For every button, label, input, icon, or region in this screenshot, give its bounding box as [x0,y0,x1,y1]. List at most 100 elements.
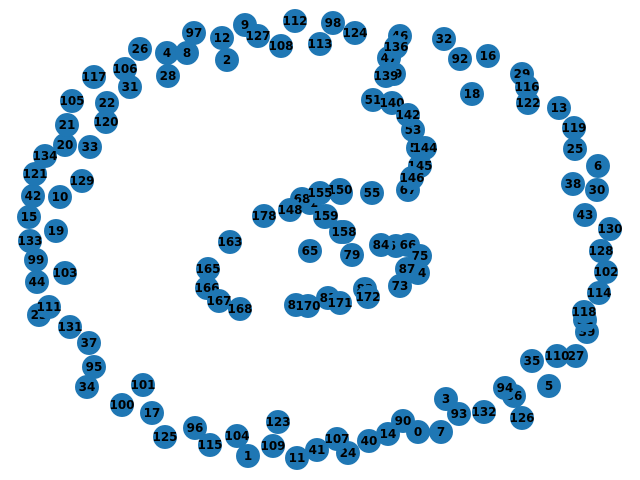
graph-node: 99 [24,248,48,272]
graph-node: 112 [282,9,308,33]
node-label: 159 [313,209,338,223]
node-label: 33 [82,140,99,154]
node-circle [361,88,385,112]
graph-node: 132 [471,400,497,424]
node-circle [460,82,484,106]
graph-node: 25 [563,137,587,161]
node-label: 142 [395,108,420,122]
node-circle [60,89,84,113]
node-circle [520,349,544,373]
node-circle [594,260,618,284]
node-circle [95,91,119,115]
graph-node: 118 [571,300,597,324]
node-circle [24,248,48,272]
graph-node: 120 [93,110,119,134]
node-label: 130 [597,222,622,236]
graph-node: 124 [342,21,368,45]
node-label: 120 [93,115,118,129]
node-circle [182,21,206,45]
graph-node: 146 [399,166,425,190]
node-circle [196,257,220,281]
node-circle [225,424,249,448]
node-label: 136 [383,40,408,54]
node-circle [58,315,82,339]
node-circle [113,57,137,81]
node-label: 108 [268,39,293,53]
graph-node: 134 [32,144,58,168]
graph-node: 93 [447,402,471,426]
node-circle [55,113,79,137]
node-label: 163 [217,235,242,249]
node-label: 5 [545,379,553,393]
node-label: 105 [59,94,84,108]
node-label: 20 [57,138,74,152]
graph-node: 55 [360,181,384,205]
graph-node: 130 [597,217,623,241]
node-label: 2 [223,53,231,67]
graph-node: 33 [78,135,102,159]
node-circle [589,239,613,263]
node-label: 123 [265,415,290,429]
node-circle [210,26,234,50]
graph-node: 22 [95,91,119,115]
node-label: 155 [307,186,332,200]
graph-node: 163 [217,230,243,254]
graph-node: 150 [327,178,353,202]
node-label: 75 [412,249,429,263]
graph-node: 109 [260,434,286,458]
graph-node: 131 [57,315,83,339]
node-label: 15 [21,210,38,224]
graph-node: 79 [340,243,364,267]
graph-node: 115 [197,433,223,457]
graph-node: 119 [561,116,587,140]
nodes-layer: 0123456789101112131415161718192021222324… [17,9,623,470]
node-circle [283,9,307,33]
graph-node: 12 [210,26,234,50]
graph-node: 106 [112,57,138,81]
node-label: 111 [36,300,61,314]
graph-node: 123 [265,410,291,434]
graph-node: 105 [59,89,85,113]
graph-node: 122 [515,91,541,115]
node-circle [82,65,106,89]
graph-node: 16 [476,44,500,68]
node-circle [545,344,569,368]
node-circle [357,429,381,453]
graph-node: 11 [285,446,309,470]
graph-node: 92 [448,47,472,71]
node-label: 132 [471,405,496,419]
graph-node: 101 [130,373,156,397]
node-label: 122 [515,96,540,110]
graph-node: 2 [215,48,239,72]
node-label: 168 [227,302,252,316]
graph-node: 126 [509,406,535,430]
graph-node: 30 [585,178,609,202]
node-circle [448,47,472,71]
node-label: 129 [69,174,94,188]
node-label: 134 [32,149,57,163]
graph-node: 7 [429,420,453,444]
node-label: 107 [324,432,349,446]
node-circle [562,116,586,140]
node-circle [48,185,72,209]
node-circle [155,41,179,65]
node-circle [429,420,453,444]
node-label: 127 [245,29,270,43]
graph-node: 110 [544,344,570,368]
node-label: 13 [551,101,568,115]
node-circle [110,393,134,417]
node-label: 95 [86,360,103,374]
node-circle [75,375,99,399]
node-circle [476,44,500,68]
node-label: 12 [214,31,231,45]
graph-node: 65 [298,239,322,263]
node-circle [53,133,77,157]
node-label: 43 [577,208,594,222]
node-circle [305,438,329,462]
node-circle [53,261,77,285]
node-label: 121 [22,167,47,181]
node-label: 8 [183,46,191,60]
node-circle [198,433,222,457]
node-label: 133 [17,234,42,248]
